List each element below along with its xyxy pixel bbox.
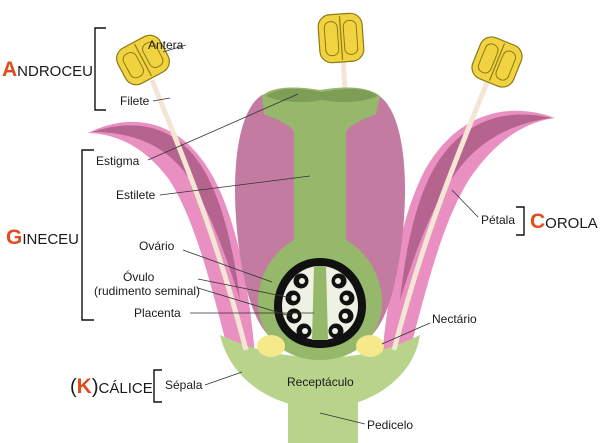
label-placenta: Placenta — [134, 306, 181, 320]
label-estilete: Estilete — [116, 188, 156, 202]
right-nectary — [356, 335, 384, 357]
center-anther — [317, 12, 365, 64]
label-petala: Pétala — [481, 213, 515, 227]
leader-sepala — [204, 371, 243, 386]
leader-filete — [152, 97, 171, 102]
right-anther — [471, 36, 523, 88]
group-corola: COROLA — [530, 210, 598, 233]
stigma-top — [266, 88, 378, 103]
left-sepal — [220, 335, 266, 392]
ovule-centers — [291, 278, 349, 334]
bracket-gineceu — [81, 149, 94, 321]
label-ovulo: Óvulo — [123, 269, 155, 284]
left-filament — [149, 79, 249, 351]
leader-petala — [451, 189, 479, 218]
label-estigma: Estigma — [96, 154, 140, 168]
right-petal-outer — [382, 110, 555, 355]
label-rudimento: (rudimento seminal) — [94, 284, 200, 298]
left-petal-dark — [92, 125, 240, 301]
label-ovario: Ovário — [139, 239, 175, 253]
leader-nectario — [381, 322, 431, 345]
leader-pedicelo — [319, 412, 366, 425]
right-sepal — [374, 335, 420, 392]
placenta-column — [312, 266, 328, 340]
leader-estigma — [147, 93, 299, 161]
label-antera: Antera — [148, 38, 184, 52]
left-nectary — [257, 335, 285, 357]
group-calice: (K)CÁLICE — [70, 375, 153, 398]
bracket-calice — [153, 369, 162, 403]
leader-ovulo-2 — [197, 287, 291, 317]
left-petal-outer — [88, 121, 255, 355]
leader-antera — [162, 44, 187, 53]
right-filament — [391, 74, 493, 351]
label-sepala: Sépala — [165, 378, 203, 392]
group-androceu: ANDROCEU — [2, 58, 93, 81]
leader-ovulo — [197, 278, 293, 299]
leader-ovario — [182, 249, 273, 283]
group-gineceu: GINECEU — [6, 226, 79, 249]
label-pedicelo: Pedicelo — [367, 418, 413, 432]
leader-estilete — [159, 175, 311, 196]
left-anther — [116, 34, 170, 86]
label-nectario: Nectário — [432, 312, 477, 326]
right-petal-dark — [400, 114, 552, 300]
label-receptaculo: Receptáculo — [287, 375, 354, 389]
bracket-androceu — [94, 27, 106, 111]
bracket-corola — [516, 206, 525, 236]
label-filete: Filete — [120, 94, 150, 108]
